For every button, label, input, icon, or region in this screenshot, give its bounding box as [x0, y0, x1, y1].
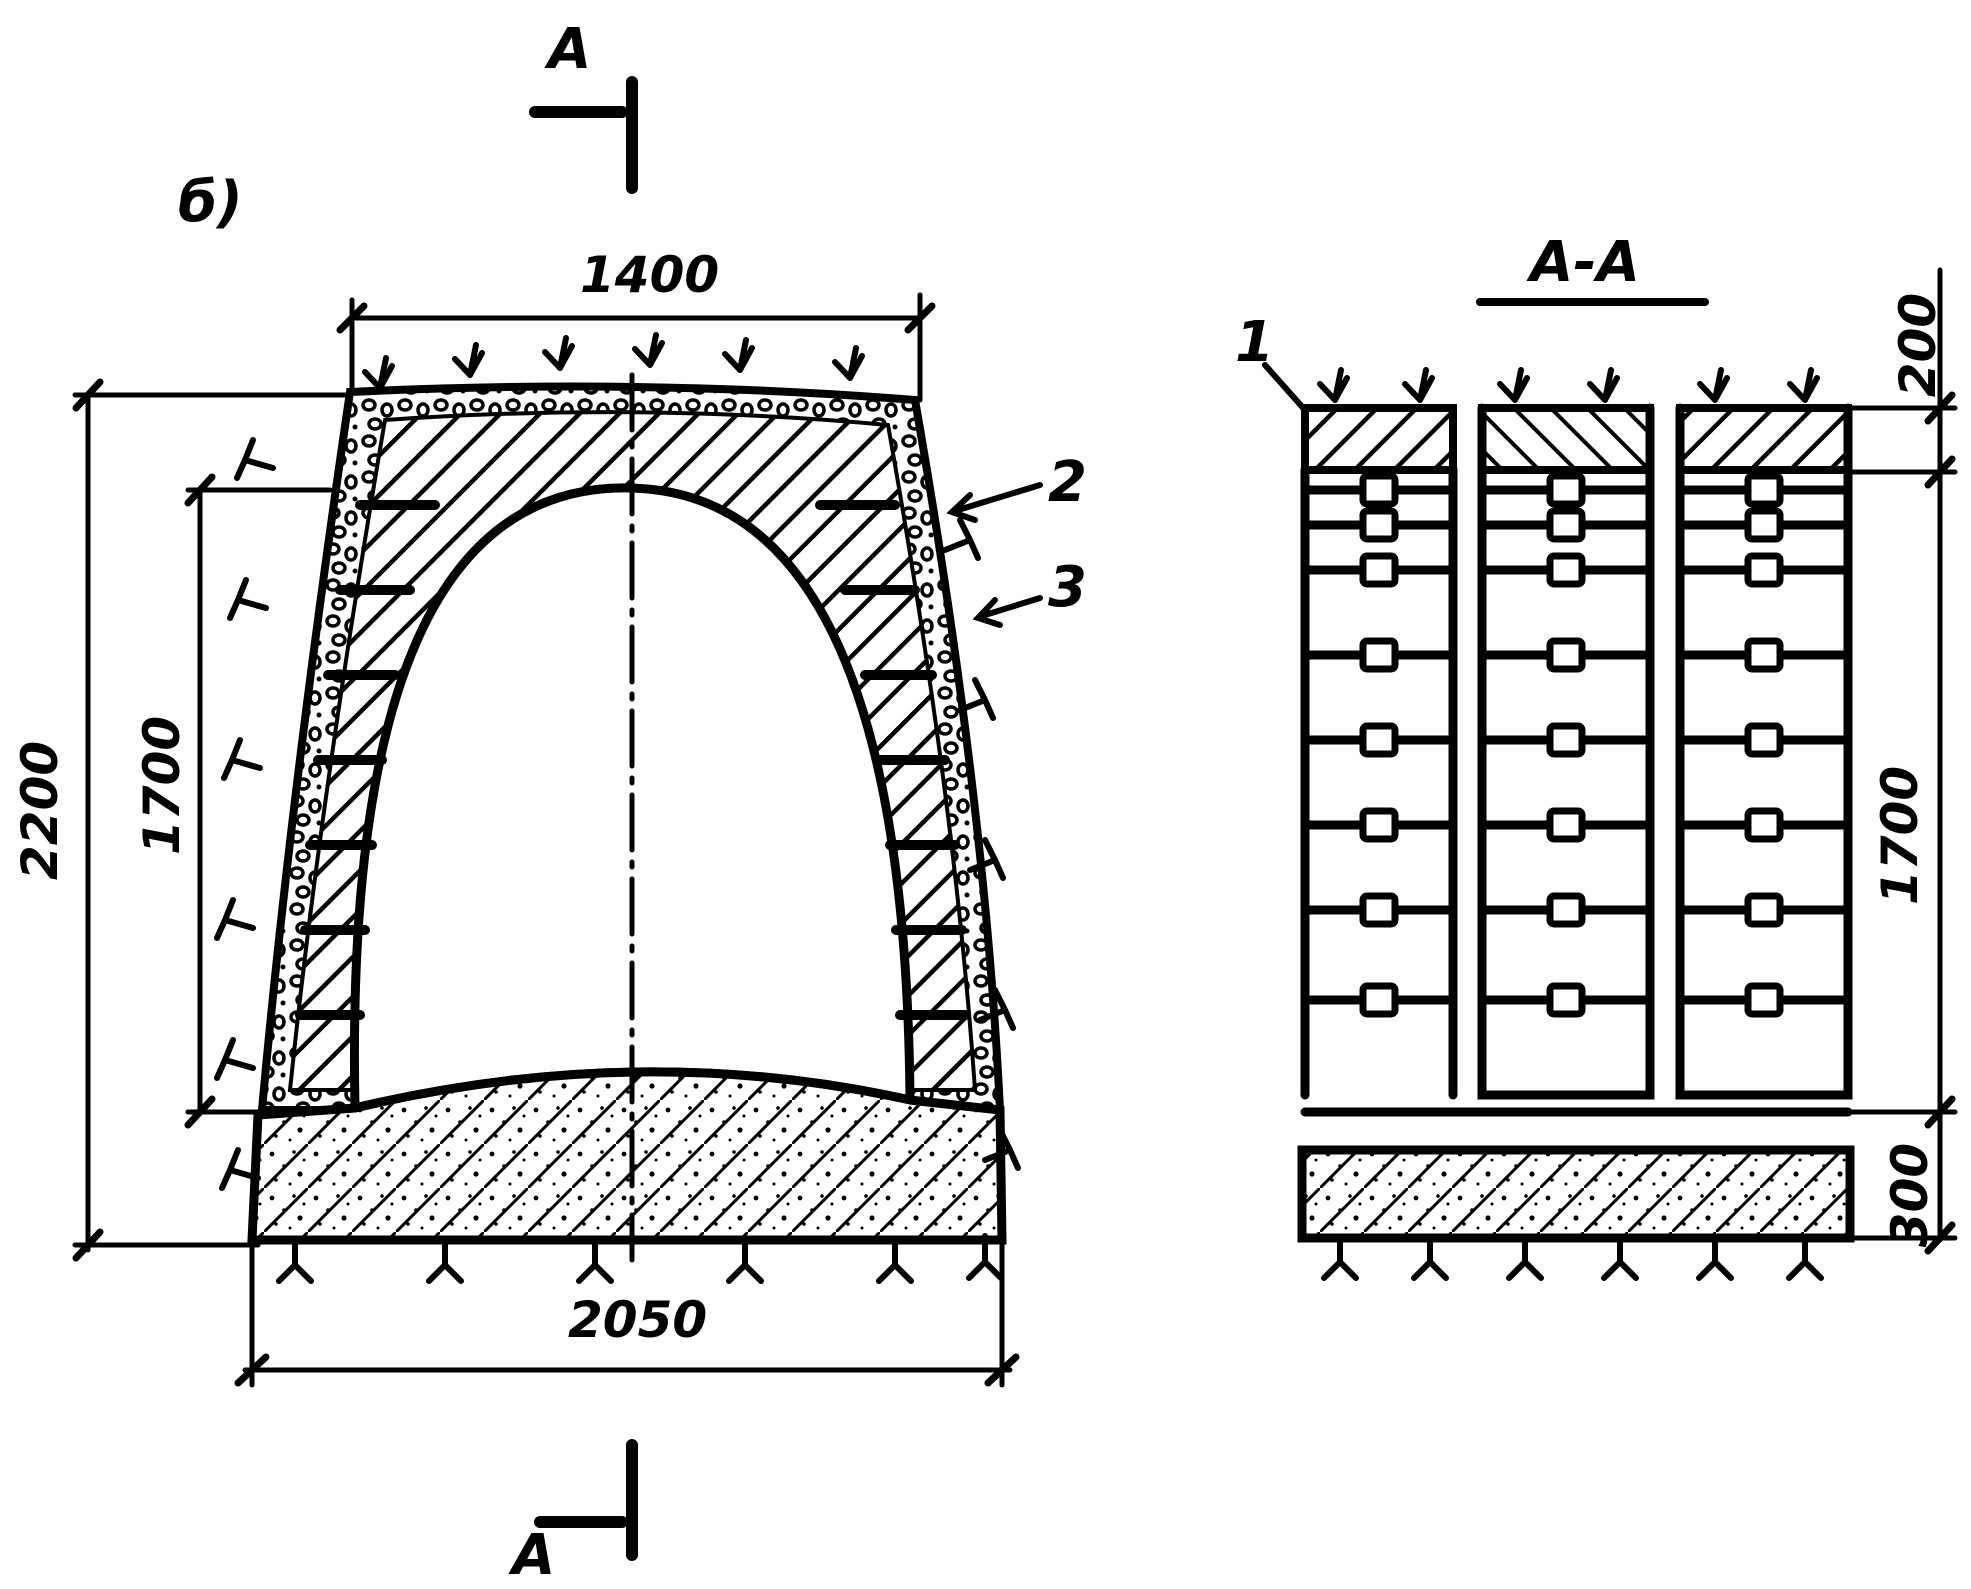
beam-connector-block	[1359, 472, 1399, 508]
dimension-bottom-width: 2050	[568, 1291, 708, 1349]
beam-connector-block	[1744, 892, 1784, 928]
dimension-lines-right	[1845, 267, 1958, 1255]
panel-label: б)	[178, 170, 243, 235]
section-cut-markers	[529, 76, 638, 1561]
beam-connector-block	[1546, 982, 1586, 1018]
beam-connector-block	[1359, 552, 1399, 588]
segment-dividers	[295, 500, 970, 1020]
ground-marks	[214, 332, 1021, 1284]
dimension-inner-height: 1700	[133, 715, 191, 855]
callout-label-3: 3	[1048, 555, 1087, 620]
beam-connector-block	[1546, 507, 1586, 543]
dimension-section-height: 1700	[1871, 765, 1929, 905]
section-title: А-А	[1530, 230, 1640, 295]
beam-connector-block	[1359, 722, 1399, 758]
beam-connector-block	[1546, 807, 1586, 843]
section-marker-top-label: А	[548, 17, 592, 82]
dimension-section-bottom-layer: 300	[1881, 1142, 1939, 1248]
callout-leader-1	[1262, 362, 1308, 413]
callout-label-2: 2	[1048, 450, 1087, 515]
section-a-a-view	[1262, 267, 1958, 1281]
section-ground-marks	[1317, 367, 1824, 1281]
concrete-floor-slab	[247, 1067, 1007, 1245]
beam-connector-block	[1359, 637, 1399, 673]
beam-connector-block	[1744, 507, 1784, 543]
callout-leaders-left	[946, 482, 1043, 628]
beam-connector-block	[1359, 507, 1399, 543]
beam-connector-block	[1744, 722, 1784, 758]
section-marker-bottom-label: А	[512, 1523, 556, 1588]
top-hatched-caps	[1301, 404, 1852, 474]
beam-connector-block	[1744, 807, 1784, 843]
beam-connector-block	[1359, 807, 1399, 843]
horizontal-beam-rows	[1300, 472, 1853, 1018]
beam-connector-block	[1359, 892, 1399, 928]
callout-label-1: 1	[1235, 310, 1274, 375]
beam-connector-block	[1546, 552, 1586, 588]
beam-connector-block	[1744, 637, 1784, 673]
dimension-top-width: 1400	[580, 246, 720, 304]
beam-connector-block	[1546, 722, 1586, 758]
beam-connector-block	[1744, 982, 1784, 1018]
dimension-lines-left	[72, 292, 1020, 1388]
section-concrete-base	[1297, 1145, 1855, 1243]
dimension-section-top-layer: 200	[1889, 292, 1947, 398]
beam-connector-block	[1359, 982, 1399, 1018]
beam-connector-block	[1546, 472, 1586, 508]
beam-connector-block	[1546, 637, 1586, 673]
beam-connector-block	[1744, 552, 1784, 588]
beam-connector-block	[1546, 892, 1586, 928]
left-cross-section	[72, 76, 1043, 1561]
dimension-total-height: 2200	[11, 740, 69, 880]
beam-connector-block	[1744, 472, 1784, 508]
